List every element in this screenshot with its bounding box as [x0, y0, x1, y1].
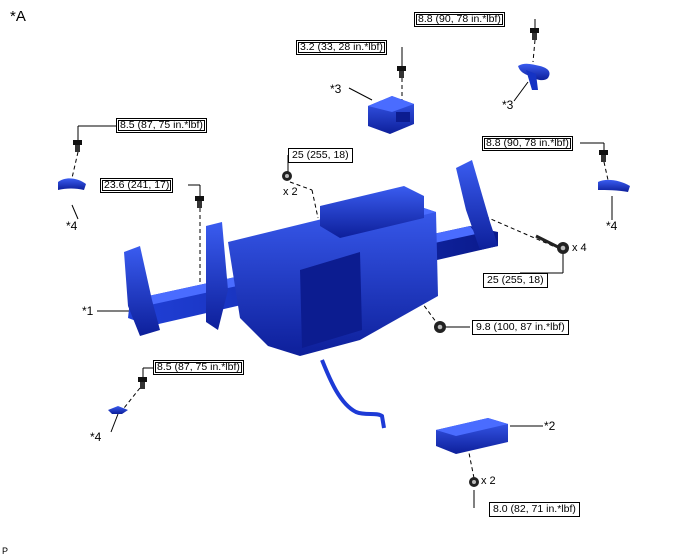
torque-spec-box: 8.5 (87, 75 in.*lbf) [153, 360, 244, 375]
nut-icon [282, 171, 292, 181]
callout-part-4: *4 [90, 430, 102, 444]
quantity-label: x 2 [283, 186, 298, 198]
torque-spec-box: 23.6 (241, 17) [100, 178, 174, 193]
callout-part-3: *3 [330, 82, 342, 96]
nut-icon [434, 321, 446, 333]
bracket-part-4-right [598, 179, 630, 192]
install-lines [71, 39, 609, 479]
bolt-icon [530, 28, 539, 40]
torque-spec-box: 8.0 (82, 71 in.*lbf) [489, 502, 580, 517]
torque-spec-box: 25 (255, 18) [483, 273, 548, 288]
bracket-part-3-upper [518, 63, 550, 90]
torque-spec-box: 8.5 (87, 75 in.*lbf) [116, 118, 207, 133]
bracket-part-4-left [58, 178, 86, 190]
bolt-icon [195, 196, 204, 208]
bolt-icon [599, 150, 608, 162]
ecu-part-3 [368, 96, 414, 134]
callout-part-4: *4 [606, 219, 618, 233]
module-part-2 [436, 418, 508, 454]
torque-spec-box: 8.8 (90, 78 in.*lbf) [414, 12, 505, 27]
bolt-icon [73, 140, 82, 152]
leader-lines [71, 19, 613, 508]
corner-mark: P [2, 546, 9, 556]
long-bolt-icon [535, 234, 561, 250]
torque-spec-box: 3.2 (33, 28 in.*lbf) [296, 40, 387, 55]
bolt-icon [138, 377, 147, 389]
bolt-icon [397, 66, 406, 78]
instrument-panel-reinforcement-part-1 [124, 160, 498, 429]
callout-part-1: *1 [82, 304, 94, 318]
torque-spec-box: 8.8 (90, 78 in.*lbf) [482, 136, 573, 151]
callout-part-4: *4 [66, 219, 78, 233]
nut-icon [469, 477, 479, 487]
bracket-part-4-lower [108, 406, 128, 414]
torque-spec-box: 25 (255, 18) [288, 148, 353, 163]
callout-part-3: *3 [502, 98, 514, 112]
quantity-label: x 4 [572, 242, 587, 254]
torque-spec-box: 9.8 (100, 87 in.*lbf) [472, 320, 569, 335]
view-label: *A [10, 8, 26, 25]
nut-icon [557, 242, 569, 254]
quantity-label: x 2 [481, 475, 496, 487]
callout-part-2: *2 [544, 419, 556, 433]
